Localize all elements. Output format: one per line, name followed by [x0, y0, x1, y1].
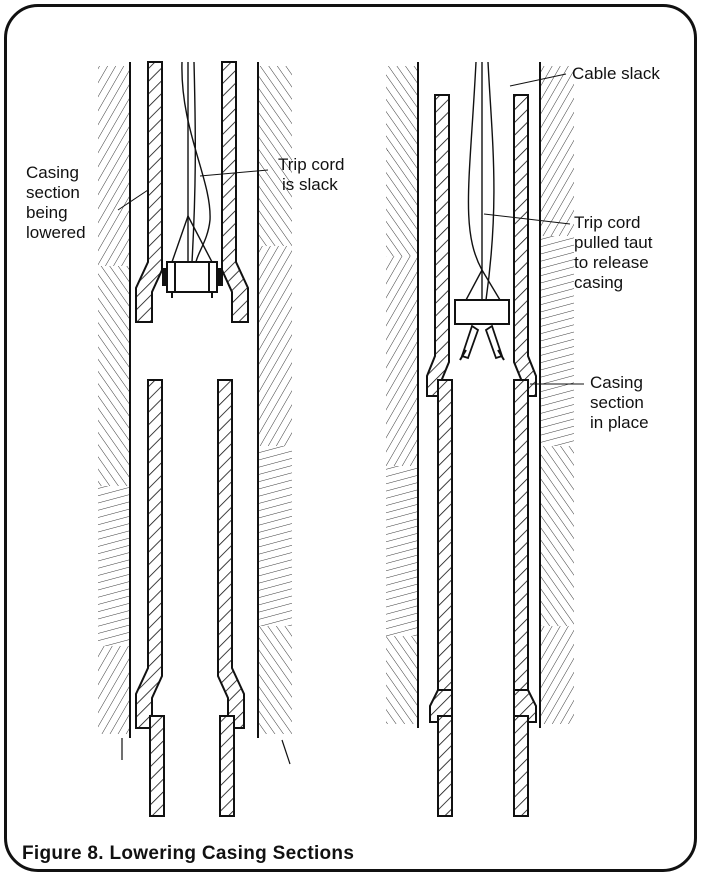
- label-casing-lowered-3: being: [26, 203, 68, 222]
- left-labels: Casing section being lowered Trip cord i…: [26, 155, 344, 242]
- casing-in-place-left: [136, 380, 244, 816]
- right-soil-inner: [540, 66, 574, 724]
- right-borehole: [386, 62, 584, 816]
- label-trip-taut-4: casing: [574, 273, 623, 292]
- label-trip-slack-1: Trip cord: [278, 155, 344, 174]
- right-labels: Cable slack Trip cord pulled taut to rel…: [572, 64, 660, 432]
- label-casing-lowered-1: Casing: [26, 163, 79, 182]
- label-cable-slack: Cable slack: [572, 64, 660, 83]
- label-trip-slack-2: is slack: [282, 175, 338, 194]
- left-soil-outer: [98, 66, 130, 734]
- label-trip-taut-2: pulled taut: [574, 233, 653, 252]
- label-casing-in-place-1: Casing: [590, 373, 643, 392]
- label-trip-taut-1: Trip cord: [574, 213, 640, 232]
- figure-caption: Figure 8. Lowering Casing Sections: [22, 843, 354, 865]
- label-casing-in-place-3: in place: [590, 413, 649, 432]
- right-cables: [466, 62, 500, 300]
- casing-in-place-right-lower: [430, 380, 536, 816]
- right-soil-outer: [386, 66, 418, 724]
- released-clamp: [455, 300, 509, 360]
- release-clamp: [162, 262, 223, 298]
- label-casing-in-place-2: section: [590, 393, 644, 412]
- label-trip-taut-3: to release: [574, 253, 649, 272]
- label-casing-lowered-4: lowered: [26, 223, 86, 242]
- label-casing-lowered-2: section: [26, 183, 80, 202]
- left-borehole: [98, 62, 292, 816]
- left-cables: [172, 62, 212, 262]
